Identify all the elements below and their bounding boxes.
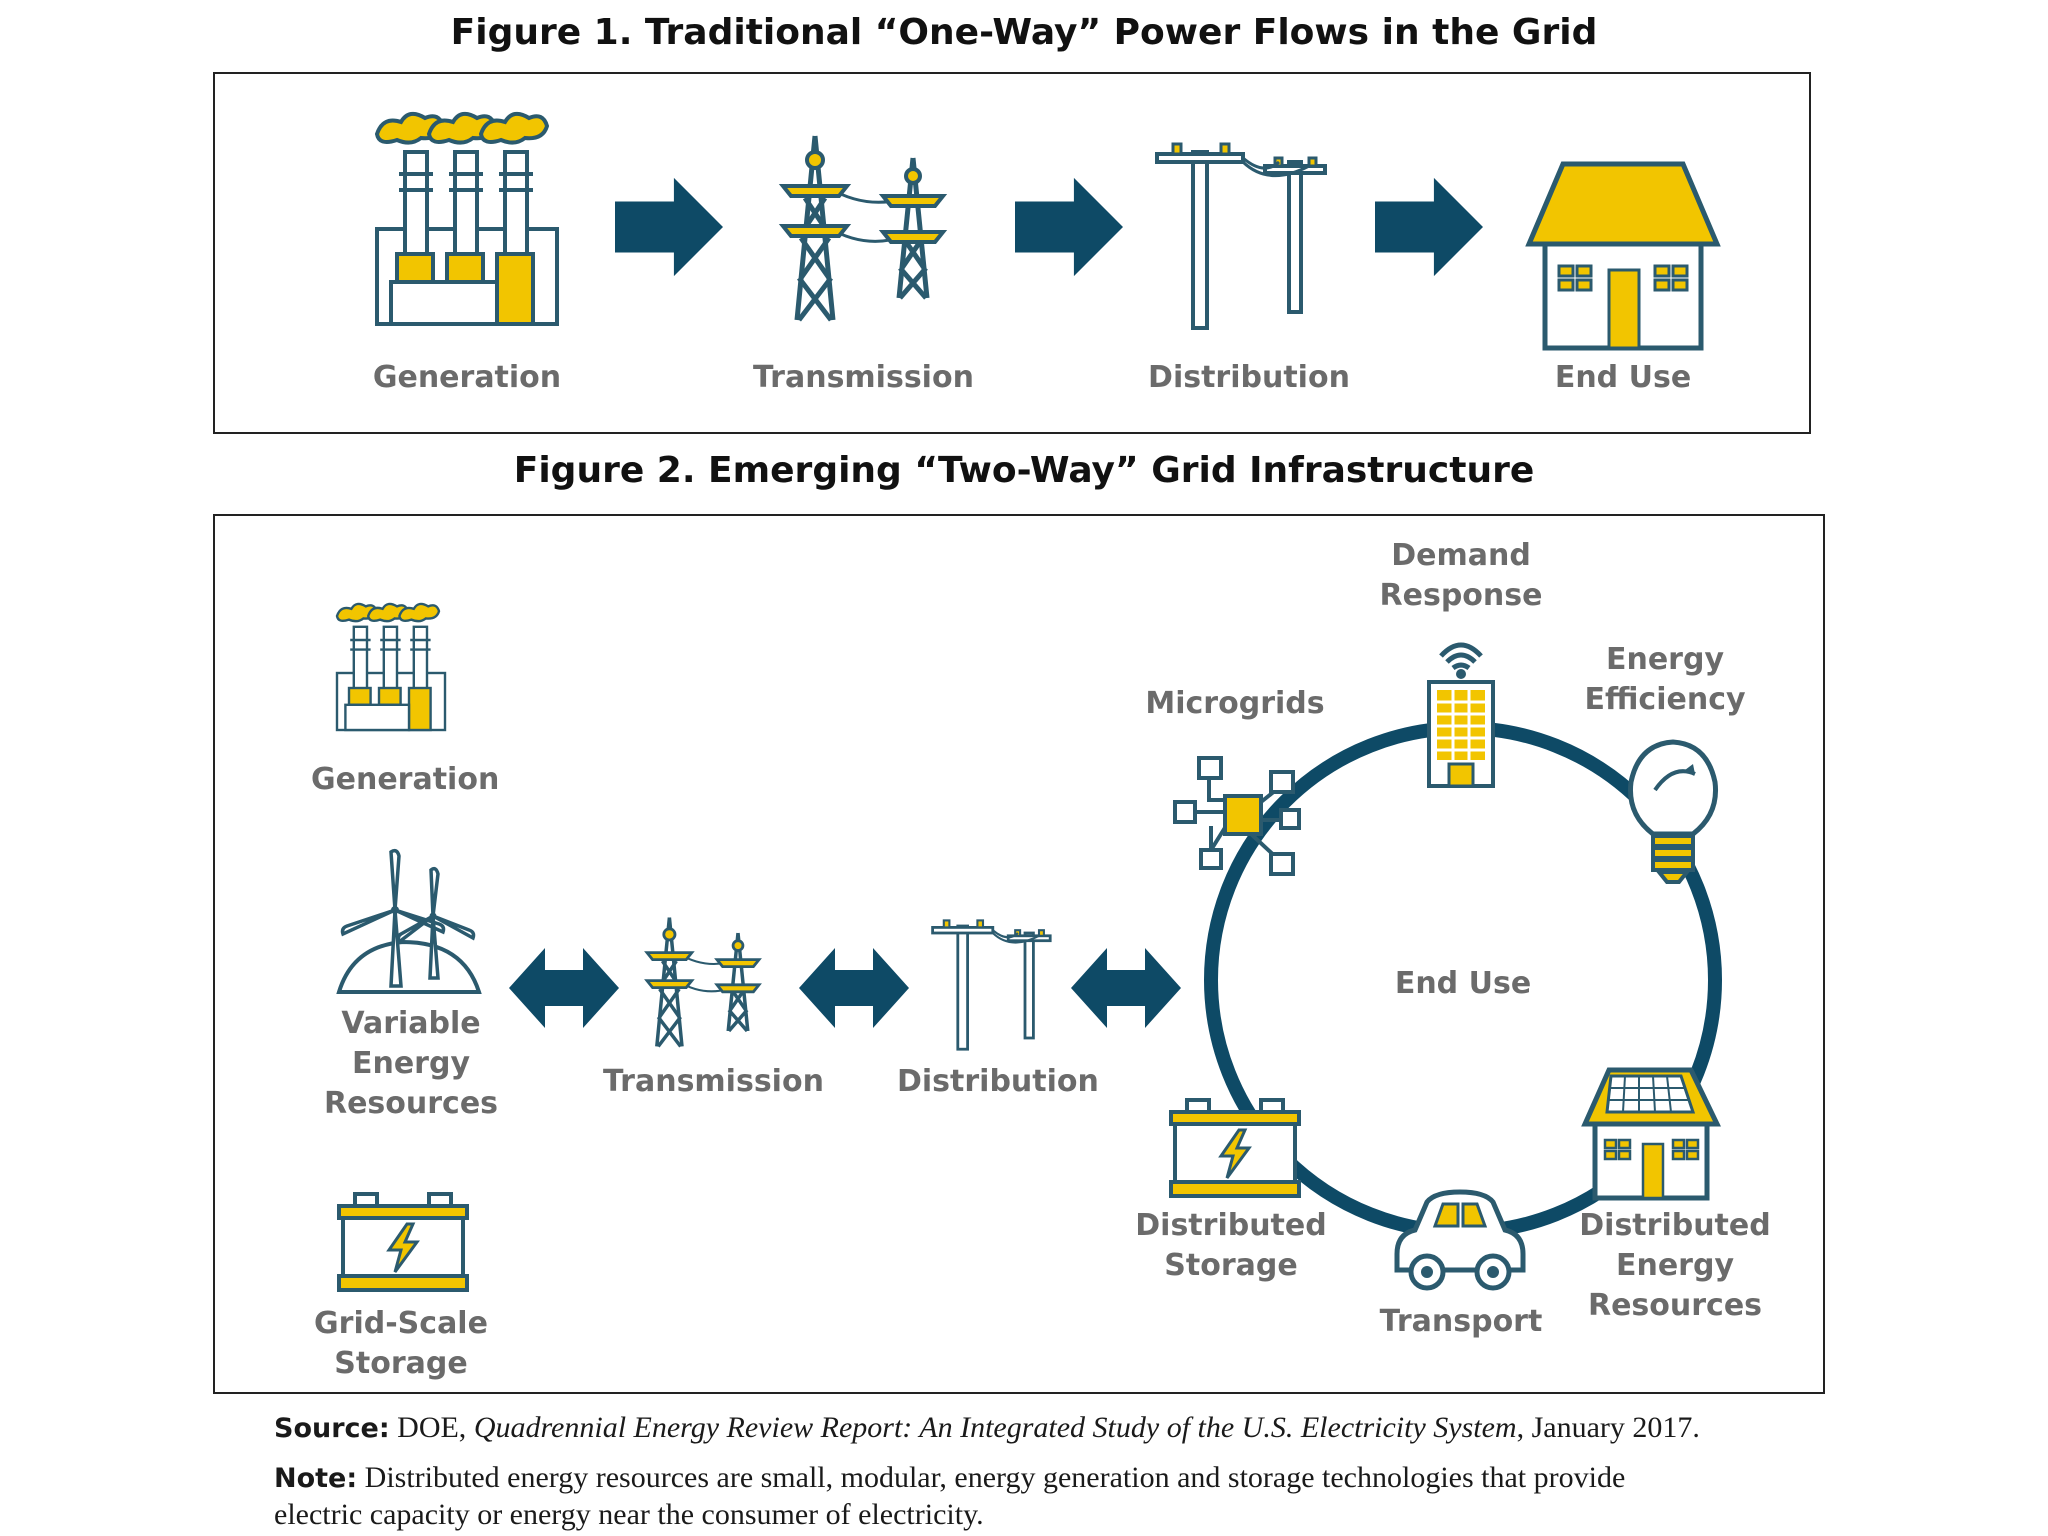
flow-arrow-icon (615, 176, 723, 278)
generation-plant-icon (331, 598, 451, 736)
source-post: , January 2017. (1516, 1411, 1700, 1444)
label-transmission: Transmission (603, 1064, 824, 1099)
two-way-arrow-icon (799, 948, 909, 1028)
note-line: Note: Distributed energy resources are s… (274, 1460, 1694, 1533)
source-title: Quadrennial Energy Review Report: An Int… (473, 1411, 1517, 1444)
label-distribution: Distribution (1148, 360, 1350, 395)
figure2-panel: Generation Variable Energy Resources Gri… (213, 514, 1825, 1394)
wind-turbine-icon (333, 846, 483, 996)
label-distributed-storage: Distributed Storage (1135, 1208, 1327, 1283)
figure2-title: Figure 2. Emerging “Two-Way” Grid Infras… (513, 450, 1535, 491)
figure1-panel: Generation Transmission Distribution End… (213, 72, 1811, 434)
label-generation: Generation (311, 762, 500, 797)
label-generation: Generation (372, 360, 562, 395)
note-label: Note: (274, 1463, 358, 1494)
energy-efficiency-bulb-icon (1623, 734, 1723, 884)
two-way-arrow-icon (1071, 948, 1181, 1028)
house-icon (1523, 154, 1723, 354)
flow-arrow-icon (1015, 176, 1123, 278)
label-transmission: Transmission (753, 360, 974, 395)
source-label: Source: (274, 1413, 390, 1444)
car-icon (1385, 1184, 1535, 1294)
label-transport: Transport (1379, 1304, 1543, 1339)
source-line: Source: DOE, Quadrennial Energy Review R… (274, 1410, 1774, 1447)
label-energy-efficiency: Energy Efficiency (1584, 642, 1746, 717)
label-distributed-energy-resources: Distributed Energy Resources (1579, 1208, 1771, 1323)
transmission-tower-icon (633, 912, 773, 1052)
label-distribution: Distribution (897, 1064, 1099, 1099)
transmission-tower-icon (763, 128, 963, 328)
source-pre: DOE, (397, 1411, 467, 1444)
two-way-arrow-icon (509, 948, 619, 1028)
note-text: Distributed energy resources are small, … (274, 1461, 1626, 1531)
label-variable-energy-resources: Variable Energy Resources (323, 1006, 499, 1121)
label-end-use: End Use (1554, 360, 1692, 395)
distribution-pole-icon (927, 912, 1067, 1052)
generation-plant-icon (367, 104, 567, 334)
microgrid-icon (1171, 750, 1301, 880)
battery-icon (333, 1188, 473, 1298)
label-microgrids: Microgrids (1145, 686, 1325, 721)
distribution-pole-icon (1149, 132, 1349, 332)
battery-icon (1165, 1094, 1305, 1204)
label-demand-response: Demand Response (1379, 538, 1543, 613)
demand-response-building-icon (1411, 630, 1511, 790)
label-end-use: End Use (1394, 966, 1532, 1001)
solar-house-icon (1581, 1062, 1721, 1202)
label-grid-scale-storage: Grid-Scale Storage (314, 1306, 488, 1381)
flow-arrow-icon (1375, 176, 1483, 278)
figure1-title: Figure 1. Traditional “One-Way” Power Fl… (450, 12, 1598, 53)
